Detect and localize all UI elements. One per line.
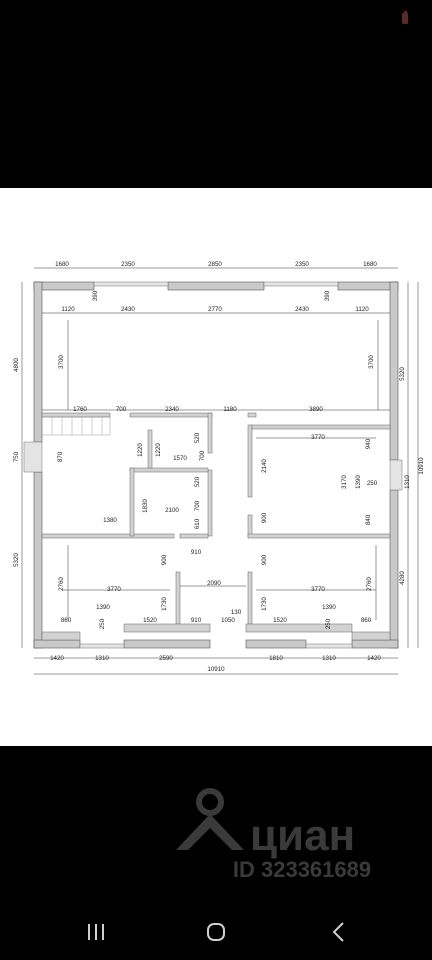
dim-top-outer-4: 1680 [363, 261, 377, 268]
watermark-id: ID 323361689 [233, 857, 371, 882]
dim-1520-right: 1520 [273, 617, 287, 624]
dim-130: 130 [231, 609, 242, 616]
dim-250-right-bottom: 250 [325, 618, 332, 629]
dim-1730-left: 1730 [161, 597, 168, 611]
dim-1050: 1050 [221, 617, 235, 624]
dim-right-outer-total: 10910 [418, 457, 425, 475]
dim-row-4: 3890 [309, 406, 323, 413]
battery-icon [402, 11, 408, 24]
dim-bottom-5: 1420 [367, 655, 381, 662]
dim-1310-right: 1310 [404, 475, 411, 489]
dim-top-inner-0: 1120 [61, 306, 75, 313]
dim-2090: 2090 [207, 580, 221, 587]
recent-apps-icon[interactable] [76, 917, 116, 947]
dim-700-b: 700 [194, 500, 201, 511]
dim-910-a: 910 [191, 549, 202, 556]
dim-2100: 2100 [165, 507, 179, 514]
status-bar [0, 0, 432, 40]
dim-top-outer-2: 2850 [208, 261, 222, 268]
dim-top-inner-1: 2430 [121, 306, 135, 313]
dim-1390-vertical: 1390 [355, 475, 362, 489]
dim-3770-right: 3770 [311, 586, 325, 593]
dim-bottom-1: 1310 [95, 655, 109, 662]
back-icon[interactable] [318, 917, 358, 947]
floor-plan-image: 1680 2350 2850 2350 1680 1120 2430 2770 … [0, 188, 432, 746]
dim-left-outer-top: 4800 [13, 358, 20, 372]
dim-bottom-2: 2590 [159, 655, 173, 662]
stairs [41, 416, 111, 436]
dim-top-inner-3: 2430 [295, 306, 309, 313]
dim-bottom-total: 10910 [207, 666, 225, 673]
floor-plan-drawing: 1680 2350 2850 2350 1680 1120 2430 2770 … [13, 261, 425, 675]
dim-top-small-right: 390 [324, 290, 331, 301]
dim-870: 870 [57, 451, 64, 462]
dim-top-outer-0: 1680 [55, 261, 69, 268]
dim-2760-right: 2760 [366, 577, 373, 591]
dim-inner-left-3700: 3700 [58, 355, 65, 369]
dim-1830: 1830 [142, 499, 149, 513]
dim-top-outer-1: 2350 [121, 261, 135, 268]
dim-left-outer-bottom: 5320 [13, 553, 20, 567]
dim-2140: 2140 [261, 459, 268, 473]
dim-top-small-left: 390 [92, 290, 99, 301]
dim-860-right: 860 [361, 617, 372, 624]
dim-1220-b: 1220 [155, 443, 162, 457]
dim-610: 610 [194, 518, 201, 529]
cian-watermark: циан ID 323361689 [0, 780, 432, 890]
dim-700-a: 700 [199, 450, 206, 461]
dim-860-left: 860 [61, 617, 72, 624]
interior-walls [41, 412, 391, 641]
map-pin-icon [176, 788, 244, 850]
dim-1730-right: 1730 [261, 597, 268, 611]
dim-250-right: 250 [367, 480, 378, 487]
dim-inner-right-3700: 3700 [368, 355, 375, 369]
dim-bottom-4: 1310 [322, 655, 336, 662]
dimension-lines [21, 267, 419, 675]
dim-940: 940 [365, 438, 372, 449]
dim-520-a: 520 [194, 432, 201, 443]
dim-840: 840 [365, 514, 372, 525]
dim-3770-left: 3770 [107, 586, 121, 593]
dim-1220-a: 1220 [137, 443, 144, 457]
dim-910-b: 910 [191, 617, 202, 624]
dim-900-left: 900 [161, 554, 168, 565]
dim-row-1: 700 [116, 406, 127, 413]
dim-1380: 1380 [103, 517, 117, 524]
dim-250-left: 250 [99, 618, 106, 629]
dim-row-0: 1760 [73, 406, 87, 413]
dim-520-b: 520 [194, 476, 201, 487]
dim-3170: 3170 [341, 475, 348, 489]
dim-bottom-3: 1810 [269, 655, 283, 662]
dim-top-outer-3: 2350 [295, 261, 309, 268]
dim-row-3: 1180 [223, 406, 237, 413]
dim-right-outer-top: 5320 [399, 367, 406, 381]
home-icon[interactable] [196, 917, 236, 947]
window-sills [23, 281, 403, 649]
dim-900-right-1: 900 [261, 512, 268, 523]
navigation-bar [0, 905, 432, 960]
dim-left-outer-mid: 750 [13, 451, 20, 462]
dimension-labels: 1680 2350 2850 2350 1680 1120 2430 2770 … [13, 261, 425, 673]
dim-1570: 1570 [173, 455, 187, 462]
dim-1520-left: 1520 [143, 617, 157, 624]
dim-1390-left: 1390 [96, 604, 110, 611]
dim-2760-left: 2760 [58, 577, 65, 591]
watermark-brand: циан [250, 811, 355, 860]
dim-right-outer-bottom: 4280 [399, 571, 406, 585]
dim-900-right-2: 900 [261, 554, 268, 565]
dim-right-room-width: 3770 [311, 434, 325, 441]
dim-row-2: 2340 [165, 406, 179, 413]
dim-1390-right: 1390 [322, 604, 336, 611]
dim-bottom-0: 1420 [50, 655, 64, 662]
exterior-walls [33, 281, 399, 649]
dim-top-inner-2: 2770 [208, 306, 222, 313]
dim-top-inner-4: 1120 [355, 306, 369, 313]
